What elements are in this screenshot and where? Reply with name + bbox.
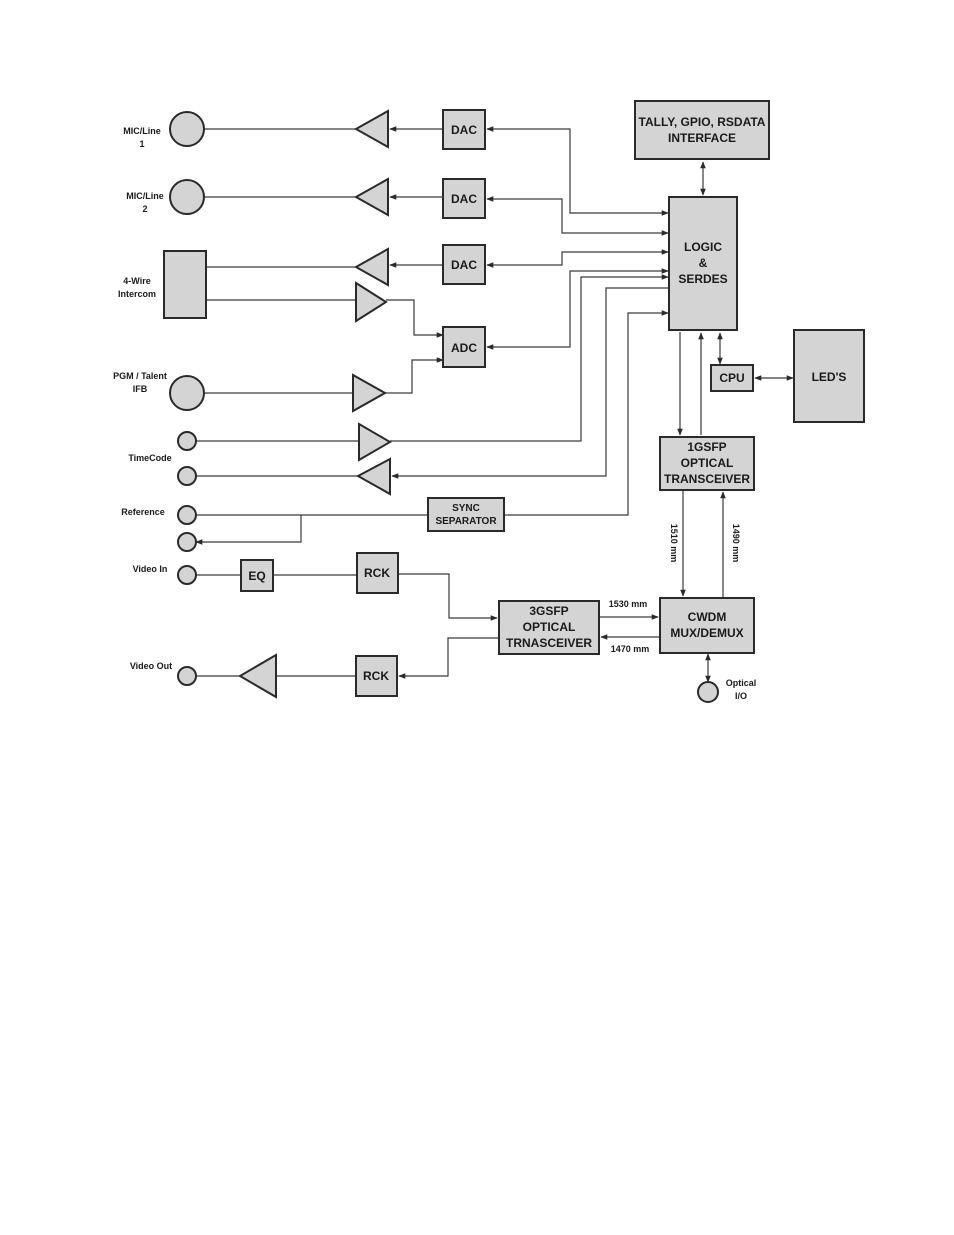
io-labels: MIC/Line 1 MIC/Line 2 4-Wire Intercom PG… bbox=[113, 126, 756, 701]
wire-logic-dac3 bbox=[486, 249, 669, 268]
reference-loop-jack bbox=[177, 532, 197, 552]
connectors bbox=[163, 111, 719, 703]
eq-label: EQ bbox=[248, 569, 265, 583]
dac1-label: DAC bbox=[451, 123, 477, 137]
video-in-label: Video In bbox=[133, 564, 168, 574]
four-wire-jack bbox=[163, 250, 207, 319]
eq-block: EQ bbox=[240, 559, 274, 592]
amp-pgm bbox=[352, 373, 388, 413]
sfp1g-label-3: TRANSCEIVER bbox=[664, 472, 750, 486]
four-wire-label-1: 4-Wire bbox=[123, 276, 150, 286]
wire-3gsfp-rckout bbox=[398, 637, 499, 679]
rck-out-label: RCK bbox=[363, 669, 389, 683]
wire-rck-3gsfp bbox=[399, 573, 498, 621]
pgm-label-1: PGM / Talent bbox=[113, 371, 167, 381]
wire-ref-loop bbox=[195, 515, 302, 545]
mic2-jack bbox=[169, 179, 205, 215]
logic-label-3: SERDES bbox=[678, 272, 727, 286]
mic1-label-2: 1 bbox=[139, 139, 144, 149]
wire-ampin-adc bbox=[386, 299, 444, 338]
timecode-label: TimeCode bbox=[128, 453, 171, 463]
reference-label: Reference bbox=[121, 507, 165, 517]
timecode-out-jack bbox=[177, 466, 197, 486]
amp-timecode-out bbox=[355, 457, 391, 496]
wavelength-1470: 1470 mm bbox=[611, 644, 650, 654]
four-wire-label-2: Intercom bbox=[118, 289, 156, 299]
wavelength-1530: 1530 mm bbox=[609, 599, 648, 609]
video-out-jack bbox=[177, 666, 197, 686]
rck-in-block: RCK bbox=[356, 552, 399, 594]
wire-logic-tc-out bbox=[391, 287, 668, 479]
dac2-block: DAC bbox=[442, 178, 486, 219]
pgm-jack bbox=[169, 375, 205, 411]
pgm-label-2: IFB bbox=[133, 384, 148, 394]
video-out-label: Video Out bbox=[130, 661, 172, 671]
adc-label: ADC bbox=[451, 341, 477, 355]
mic1-label-1: MIC/Line bbox=[123, 126, 161, 136]
amp-4wire-out bbox=[353, 247, 389, 287]
amp-video-out bbox=[238, 653, 277, 699]
dac3-block: DAC bbox=[442, 244, 486, 285]
cpu-block: CPU bbox=[710, 364, 754, 392]
wire-adc-logic bbox=[486, 268, 669, 350]
reference-in-jack bbox=[177, 505, 197, 525]
cwdm-label-2: MUX/DEMUX bbox=[670, 626, 743, 640]
tally-label-1: TALLY, GPIO, RSDATA bbox=[639, 115, 766, 129]
amp-timecode-in bbox=[358, 422, 392, 462]
dac1-block: DAC bbox=[442, 109, 486, 150]
amplifiers bbox=[238, 109, 392, 699]
mic2-label-1: MIC/Line bbox=[126, 191, 164, 201]
timecode-in-jack bbox=[177, 431, 197, 451]
rck-in-label: RCK bbox=[364, 566, 390, 580]
sfp1g-label-2: OPTICAL bbox=[681, 456, 734, 470]
amp-4wire-in bbox=[355, 281, 388, 323]
amp-mic2 bbox=[353, 177, 389, 217]
sfp3g-label-3: TRNASCEIVER bbox=[506, 636, 592, 650]
sync-label-1: SYNC bbox=[452, 503, 480, 514]
wavelength-1510: 1510 mm bbox=[669, 524, 679, 563]
mic2-label-2: 2 bbox=[142, 204, 147, 214]
sfp1g-label-1: 1GSFP bbox=[687, 440, 726, 454]
sfp3g-label-1: 3GSFP bbox=[529, 604, 568, 618]
optical-io-label-1: Optical bbox=[726, 678, 757, 688]
cpu-label: CPU bbox=[719, 371, 744, 385]
cwdm-label-1: CWDM bbox=[688, 610, 727, 624]
wire-pgmamp-adc bbox=[384, 357, 444, 394]
mic1-jack bbox=[169, 111, 205, 147]
tally-label-2: INTERFACE bbox=[668, 131, 736, 145]
wire-sync-logic bbox=[505, 310, 669, 516]
rck-out-block: RCK bbox=[355, 655, 398, 697]
sync-label-2: SEPARATOR bbox=[435, 516, 497, 527]
sync-block: SYNC SEPARATOR bbox=[427, 497, 505, 532]
video-in-jack bbox=[177, 565, 197, 585]
wavelength-1490: 1490 mm bbox=[731, 524, 741, 563]
dac3-label: DAC bbox=[451, 258, 477, 272]
wire-logic-dac2 bbox=[486, 196, 669, 236]
dac2-label: DAC bbox=[451, 192, 477, 206]
leds-block: LED'S bbox=[793, 329, 865, 423]
adc-block: ADC bbox=[442, 326, 486, 368]
sfp3g-block: 3GSFP OPTICAL TRNASCEIVER bbox=[498, 600, 600, 655]
wavelength-labels: 1530 mm 1470 mm 1510 mm 1490 mm bbox=[609, 524, 741, 654]
logic-block: LOGIC & SERDES bbox=[668, 196, 738, 331]
optical-io-label-2: I/O bbox=[735, 691, 747, 701]
leds-label: LED'S bbox=[812, 370, 847, 384]
cwdm-block: CWDM MUX/DEMUX bbox=[659, 597, 755, 654]
sfp1g-block: 1GSFP OPTICAL TRANSCEIVER bbox=[659, 436, 755, 491]
optical-io-jack bbox=[697, 681, 719, 703]
wires bbox=[195, 126, 794, 683]
logic-label-1: LOGIC bbox=[684, 240, 722, 254]
tally-block: TALLY, GPIO, RSDATA INTERFACE bbox=[634, 100, 770, 160]
logic-label-2: & bbox=[699, 256, 708, 270]
sfp3g-label-2: OPTICAL bbox=[523, 620, 576, 634]
amp-mic1 bbox=[353, 109, 389, 149]
wire-tc-in-logic bbox=[390, 274, 669, 442]
